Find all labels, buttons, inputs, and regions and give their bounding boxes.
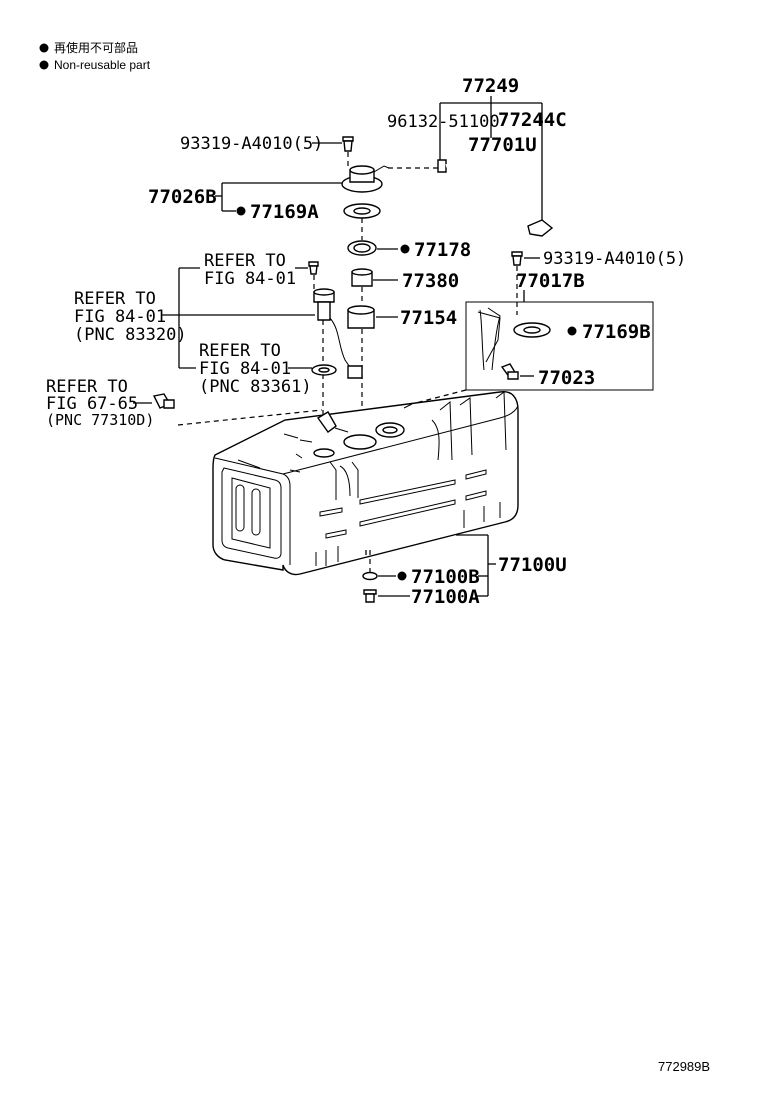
- label-77178: 77178: [414, 239, 471, 261]
- legend-bullet-en: [39, 60, 49, 70]
- label-77701U: 77701U: [468, 134, 537, 156]
- drain-plug-refer4: [133, 393, 323, 426]
- label-77100U: 77100U: [498, 554, 567, 576]
- hose-77701U: [437, 159, 554, 237]
- label-refer3-line3: (PNC 83361): [199, 377, 312, 397]
- label-refer2-line1: REFER TO: [74, 289, 156, 309]
- pump-cover-77026B: [215, 165, 440, 212]
- label-77169A: 77169A: [250, 201, 319, 223]
- nonreusable-dot-77178: [400, 244, 410, 254]
- sender-77154: [347, 305, 398, 435]
- cap-77380: [351, 268, 398, 305]
- fuel-tank: [212, 391, 519, 576]
- bolt-93319-top: [312, 136, 354, 168]
- bracket-77017B: [407, 290, 654, 406]
- legend-bullet-jp: [39, 43, 49, 53]
- label-96132-51100: 96132-51100: [387, 112, 500, 132]
- label-refer1-line1: REFER TO: [204, 251, 286, 271]
- label-refer1-line2: FIG 84-01: [204, 269, 296, 289]
- nonreusable-dot-77100B: [397, 571, 407, 581]
- refer1-bracket: [178, 261, 319, 369]
- label-77026B: 77026B: [148, 186, 217, 208]
- gasket-refer3: [288, 364, 337, 376]
- leader-77249: [439, 96, 543, 232]
- label-refer3-line2: FIG 84-01: [199, 359, 291, 379]
- diagram-id: 772989B: [658, 1059, 710, 1074]
- gasket-77169A: [343, 203, 381, 240]
- gauge-sensor: [161, 288, 363, 420]
- label-77169B: 77169B: [582, 321, 651, 343]
- label-77023: 77023: [538, 367, 595, 389]
- bolt-93319-right: [511, 251, 540, 315]
- label-refer4-line3: (PNC 77310D): [46, 411, 154, 429]
- label-refer2-line2: FIG 84-01: [74, 307, 166, 327]
- label-77380: 77380: [402, 270, 459, 292]
- drain-plug-77100: [362, 550, 410, 603]
- label-77100A: 77100A: [411, 586, 480, 608]
- label-refer3-line1: REFER TO: [199, 341, 281, 361]
- label-77017B: 77017B: [516, 270, 585, 292]
- legend-text-en: Non-reusable part: [54, 58, 151, 72]
- label-77249: 77249: [462, 75, 519, 97]
- label-93319-right: 93319-A4010(5): [543, 249, 686, 269]
- label-refer4-line2: FIG 67-65: [46, 394, 138, 414]
- label-refer4-line1: REFER TO: [46, 377, 128, 397]
- ring-77178: [347, 240, 398, 256]
- legend-text-jp: 再使用不可部品: [54, 40, 138, 55]
- nonreusable-dot-77169A: [236, 206, 246, 216]
- label-77244C: 77244C: [498, 109, 567, 131]
- label-77100B: 77100B: [411, 566, 480, 588]
- label-77154: 77154: [400, 307, 457, 329]
- nonreusable-dot-77169B: [567, 326, 577, 336]
- label-93319-top: 93319-A4010(5): [180, 134, 323, 154]
- leader-77100U: [456, 534, 496, 597]
- label-refer2-line3: (PNC 83320): [74, 325, 187, 345]
